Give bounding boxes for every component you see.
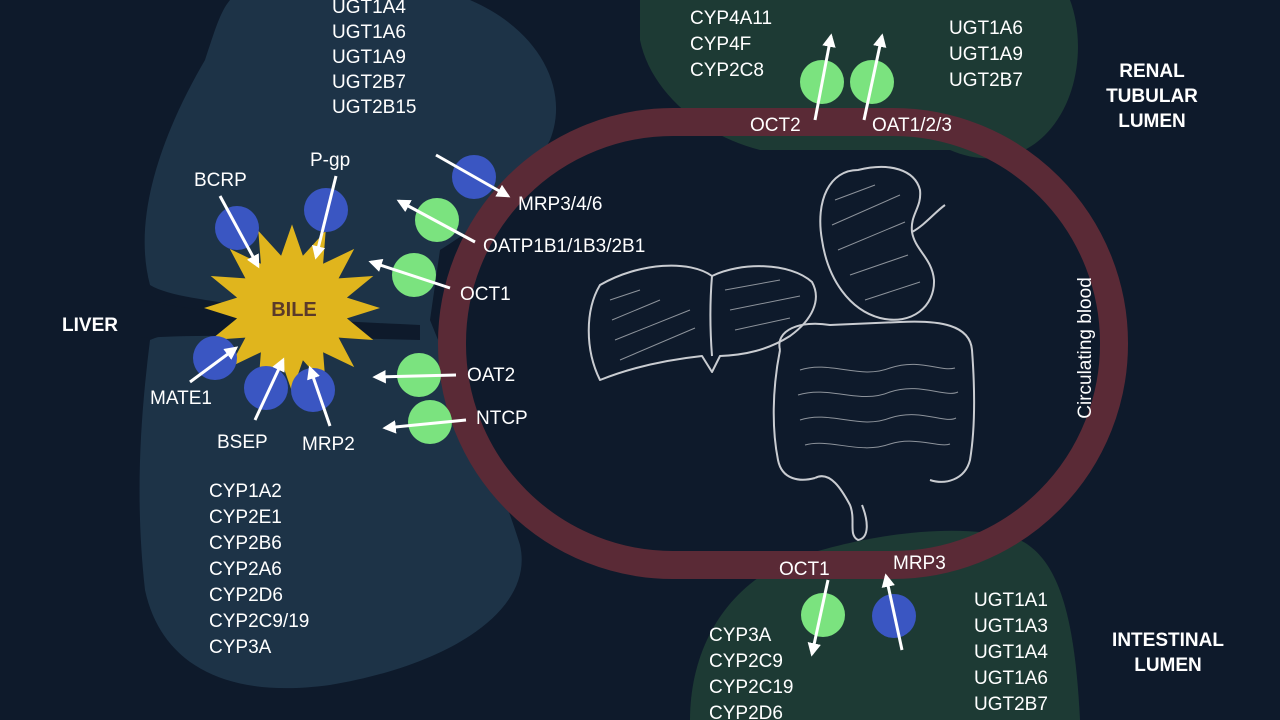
kidney-cyp-list-item: CYP4A11 [690,8,772,29]
oct2-label: OCT2 [750,115,801,136]
ntcp-arrow [382,418,467,434]
oct2-arrow [813,33,836,121]
liver-ugt-list-item: UGT1A9 [332,47,406,68]
oatp-label: OATP1B1/1B3/2B1 [483,236,645,257]
mrp3-intestine-label: MRP3 [893,553,946,574]
bcrp-arrow [218,195,260,269]
transport-arrows [189,33,904,657]
oct1-intestine-arrow [807,579,830,657]
renal-region-label: RENAL TUBULAR LUMEN [1106,61,1198,132]
liver-cyp-list-item: CYP2C9/19 [209,611,309,632]
intestine-ugt-list-item: UGT1A1 [974,590,1048,611]
liver-illustration [587,264,817,381]
kidney-cyp-list-item: CYP4F [690,34,751,55]
liver-region-label: LIVER [62,315,118,336]
pgp-arrow [312,175,338,260]
liver-cyp-list-item: CYP2A6 [209,559,282,580]
bile-label: BILE [271,299,317,321]
circulation-label: Circulating blood [1075,277,1096,419]
circulation-ring [438,108,1128,579]
liver-ugt-list-item: UGT2B7 [332,72,406,93]
oat2-arrow [372,369,457,384]
liver-cyp-list-item: CYP2D6 [209,585,283,606]
kidney-ugt-list-item: UGT1A6 [949,18,1023,39]
kidney-ugt-list-item: UGT1A9 [949,44,1023,65]
intestine-ugt-list-item: UGT1A3 [974,616,1048,637]
oct1-liver-label: OCT1 [460,284,511,305]
mrp2-transporter [291,368,335,412]
liver-cyp-list-item: CYP2B6 [209,533,282,554]
mrp2-arrow [307,365,332,427]
bsep-transporter [244,366,288,410]
mate1-label: MATE1 [150,388,212,409]
liver-region [139,0,557,689]
bsep-arrow [253,357,285,421]
intestine-ugt-list-item: UGT2B7 [974,694,1048,715]
oatp-arrow [396,199,476,244]
liver-ugt-list-item: UGT1A6 [332,22,406,43]
oat123-label: OAT1/2/3 [872,115,952,136]
mrp2-label: MRP2 [302,434,355,455]
intestinal-region-label-item: INTESTINAL [1112,630,1224,651]
liver-cyp-list-item: CYP2E1 [209,507,282,528]
kidney-illustration [819,165,946,321]
liver-ugt-list-item: UGT1A4 [332,0,406,18]
mrp346-arrow [435,153,511,198]
liver-ugt-list-item: UGT2B15 [332,97,416,118]
intestinal-region-label-item: LUMEN [1134,655,1202,676]
mate1-arrow [189,346,239,384]
renal-region-label-item: LUMEN [1118,111,1186,132]
liver-cyp-list-item: CYP1A2 [209,481,282,502]
ntcp-label: NTCP [476,408,528,429]
liver-cyp-list: CYP1A2CYP2E1CYP2B6CYP2A6CYP2D6CYP2C9/19C… [209,481,309,658]
kidney-cyp-list-item: CYP2C8 [690,60,764,81]
oct1-intestine-label: OCT1 [779,559,830,580]
intestinal-region-label: INTESTINAL LUMEN [1112,630,1224,676]
oct1-liver-arrow [368,258,451,290]
intestine-cyp-list-item: CYP2D6 [709,703,783,720]
mrp346-label: MRP3/4/6 [518,194,602,215]
intestine-cyp-list-item: CYP2C9 [709,651,783,672]
renal-region-label-item: RENAL [1119,61,1185,82]
bcrp-label: BCRP [194,170,247,191]
intestine-cyp-list-item: CYP2C19 [709,677,794,698]
oct1-intestine-transporter [801,593,845,637]
liver-cyp-list-item: CYP3A [209,637,272,658]
intestine-ugt-list-item: UGT1A4 [974,642,1048,663]
intestine-ugt-list-item: UGT1A6 [974,668,1048,689]
renal-region-label-item: TUBULAR [1106,86,1198,107]
pgp-transporter [304,188,348,232]
ntcp-transporter [408,400,452,444]
pgp-label: P-gp [310,150,350,171]
kidney-ugt-list-item: UGT2B7 [949,70,1023,91]
oat123-arrow [862,33,887,121]
intestine-illustration [772,320,976,541]
bsep-label: BSEP [217,432,268,453]
oat2-label: OAT2 [467,365,515,386]
intestine-cyp-list-item: CYP3A [709,625,772,646]
mrp3-intestine-arrow [881,573,904,651]
